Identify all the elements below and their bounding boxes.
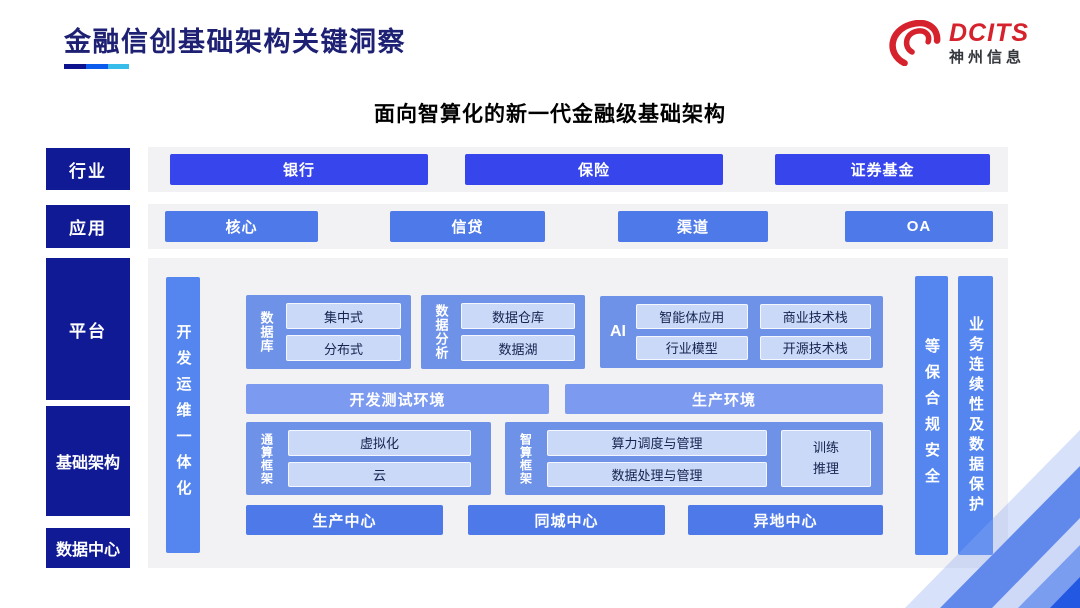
- center-box-remote: 异地中心: [688, 505, 883, 535]
- analytics-box-datalake: 数据湖: [461, 335, 575, 361]
- continuity-vertical-bar: 业务连续性及数据保护: [958, 276, 993, 555]
- deco-triangle-deep: [1050, 577, 1080, 608]
- page-title: 金融信创基础架构关键洞察: [64, 27, 406, 57]
- ai-group-items: 智能体应用 商业技术栈 行业模型 开源技术栈: [636, 296, 883, 368]
- underline-segment-blue: [86, 64, 108, 69]
- dev-test-env-bar: 开发测试环境: [246, 384, 549, 414]
- general-compute-box-cloud: 云: [288, 461, 471, 487]
- title-underline: [64, 64, 129, 69]
- database-group-items: 集中式 分布式: [286, 295, 411, 369]
- ai-compute-group: 智算框架 算力调度与管理 数据处理与管理 训练 推理: [505, 422, 883, 495]
- ai-compute-side: 训练 推理: [781, 430, 871, 487]
- logo-text: DCITS 神州信息: [949, 19, 1029, 66]
- ai-compute-column: 算力调度与管理 数据处理与管理: [547, 430, 767, 487]
- dcits-swirl-icon: [889, 20, 941, 66]
- application-row: 核心 信贷 渠道 OA: [148, 204, 1008, 249]
- security-vertical-bar: 等保合规安全: [915, 276, 948, 555]
- row-label-platform: 平台: [46, 258, 130, 400]
- row-label-industry: 行业: [46, 148, 130, 190]
- database-group: 数据库 集中式 分布式: [246, 295, 411, 369]
- analytics-group: 数据分析 数据仓库 数据湖: [421, 295, 585, 369]
- database-box-distributed: 分布式: [286, 335, 401, 361]
- ai-group-label: AI: [610, 323, 626, 340]
- diagram-title: 面向智算化的新一代金融级基础架构: [374, 103, 726, 126]
- ai-compute-box-train-infer: 训练 推理: [781, 430, 871, 487]
- devops-vertical-bar: 开发运维一体化: [166, 277, 200, 553]
- ai-compute-box-data-processing: 数据处理与管理: [547, 461, 767, 487]
- general-compute-label: 通算框架: [259, 432, 274, 485]
- ai-compute-label: 智算框架: [518, 432, 533, 485]
- analytics-group-items: 数据仓库 数据湖: [461, 295, 585, 369]
- application-box-oa: OA: [845, 211, 993, 242]
- center-box-same-city: 同城中心: [468, 505, 665, 535]
- ai-box-industry-models: 行业模型: [636, 335, 748, 360]
- logo-brand: DCITS: [949, 19, 1029, 47]
- platform-panel: 开发运维一体化 数据库 集中式 分布式 数据分析 数据仓库 数据湖 AI 智能体…: [148, 258, 1008, 568]
- industry-box-insurance: 保险: [465, 154, 723, 185]
- ai-box-agent-apps: 智能体应用: [636, 304, 748, 329]
- center-box-production: 生产中心: [246, 505, 443, 535]
- general-compute-group: 通算框架 虚拟化 云: [246, 422, 491, 495]
- industry-box-securities-funds: 证券基金: [775, 154, 990, 185]
- production-env-bar: 生产环境: [565, 384, 883, 414]
- row-label-infrastructure: 基础架构: [46, 406, 130, 516]
- industry-box-bank: 银行: [170, 154, 428, 185]
- logo-company: 神州信息: [949, 49, 1026, 66]
- ai-group: AI 智能体应用 商业技术栈 行业模型 开源技术栈: [600, 296, 883, 368]
- ai-compute-items: 算力调度与管理 数据处理与管理 训练 推理: [547, 422, 883, 495]
- application-box-channel: 渠道: [618, 211, 768, 242]
- row-label-datacenter: 数据中心: [46, 528, 130, 568]
- deco-triangle-blue: [1018, 545, 1080, 608]
- database-group-label: 数据库: [258, 311, 274, 353]
- company-logo: DCITS 神州信息: [888, 20, 1029, 66]
- application-box-core: 核心: [165, 211, 318, 242]
- general-compute-items: 虚拟化 云: [288, 422, 491, 495]
- ai-box-commercial-stack: 商业技术栈: [759, 304, 871, 329]
- ai-compute-box-scheduling: 算力调度与管理: [547, 430, 767, 456]
- row-label-application: 应用: [46, 205, 130, 248]
- analytics-group-label: 数据分析: [433, 304, 449, 360]
- underline-segment-cyan: [108, 64, 129, 69]
- application-box-credit: 信贷: [390, 211, 545, 242]
- database-box-centralized: 集中式: [286, 303, 401, 329]
- underline-segment-dark: [64, 64, 86, 69]
- general-compute-box-virtualization: 虚拟化: [288, 430, 471, 456]
- analytics-box-warehouse: 数据仓库: [461, 303, 575, 329]
- ai-box-opensource-stack: 开源技术栈: [759, 335, 871, 360]
- industry-row: 银行 保险 证券基金: [148, 147, 1008, 192]
